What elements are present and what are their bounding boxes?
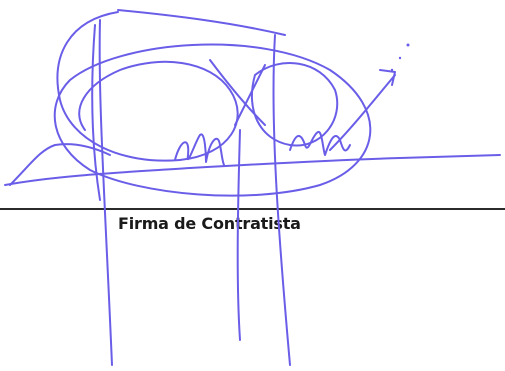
signature-label: Firma de Contratista (118, 214, 301, 233)
signature-line (0, 208, 505, 210)
